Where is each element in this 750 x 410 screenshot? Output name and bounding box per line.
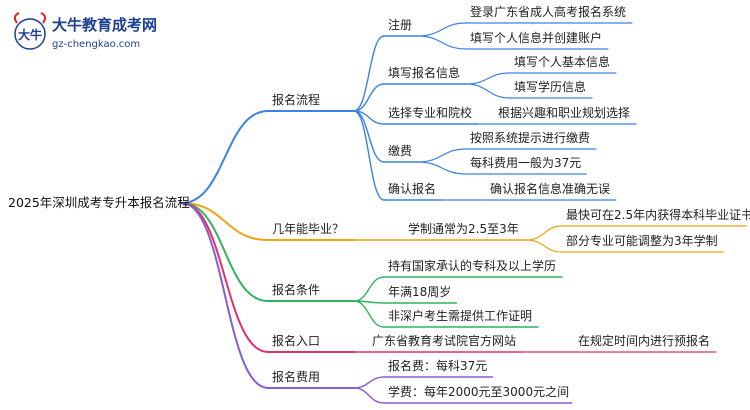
- logo-mark: 大牛: [18, 27, 42, 42]
- detail-connector: [465, 83, 511, 99]
- root-topic: 2025年深圳成考专升本报名流程: [8, 195, 190, 210]
- detail-label: 最快可在2.5年内获得本科毕业证书: [566, 207, 750, 222]
- branch-connector: [181, 202, 269, 241]
- subtopic-label: 填写报名信息: [388, 65, 460, 80]
- branch-connector: [181, 202, 269, 353]
- subtopic-label: 报名费：每科37元: [388, 358, 487, 373]
- branch-label: 报名流程: [272, 92, 320, 107]
- subtopic-connector: [353, 83, 385, 112]
- subtopic-label: 选择专业和院校: [388, 105, 472, 120]
- detail-label: 登录广东省成人高考报名系统: [470, 4, 626, 19]
- detail-label: 部分专业可能调整为3年学制: [566, 233, 718, 248]
- subtopic-connector: [353, 276, 385, 302]
- detail-connector: [465, 72, 511, 85]
- detail-label: 填写学历信息: [514, 79, 586, 94]
- branch-label: 几年能毕业？: [272, 222, 344, 236]
- subtopic-label: 持有国家承认的专科及以上学历: [388, 258, 556, 273]
- detail-label: 在规定时间内进行预报名: [578, 333, 710, 348]
- detail-label: 每科费用一般为37元: [470, 155, 581, 170]
- branch-label: 报名入口: [272, 333, 320, 348]
- branch-label: 报名费用: [272, 369, 320, 384]
- bull-logo-icon: 大牛: [13, 12, 47, 50]
- logo-title: 大牛教育成考网: [52, 16, 157, 34]
- branch-label: 报名条件: [272, 282, 320, 297]
- subtopic-connector: [353, 387, 385, 404]
- logo-url: gz-chengkao.com: [52, 39, 140, 50]
- detail-label: 根据兴趣和职业规划选择: [498, 105, 630, 120]
- subtopic-label: 确认报名: [388, 181, 436, 196]
- subtopic-label: 缴费: [388, 143, 412, 158]
- detail-connector: [526, 225, 563, 241]
- detail-label: 填写个人信息并创建账户: [470, 30, 602, 45]
- subtopic-label: 广东省教育考试院官方网站: [372, 333, 516, 348]
- branch-connector: [181, 202, 269, 389]
- detail-connector: [526, 239, 563, 253]
- detail-label: 填写个人基本信息: [514, 54, 610, 69]
- detail-label: 按照系统提示进行缴费: [470, 130, 590, 145]
- site-logo: 大牛 大牛教育成考网 gz-chengkao.com: [13, 12, 157, 50]
- nodes: 2025年深圳成考专升本报名流程 报名流程 注册 登录广东省成人高考报名系统填写个人信…: [8, 4, 750, 399]
- detail-connector: [417, 161, 467, 175]
- detail-label: 确认报名信息准确无误: [490, 181, 610, 196]
- subtopic-label: 注册: [388, 17, 412, 32]
- detail-connector: [417, 35, 467, 50]
- subtopic-label: 学制通常为2.5至3年: [408, 221, 519, 236]
- connector-lines: [181, 22, 747, 404]
- subtopic-connector: [353, 35, 385, 112]
- subtopic-label: 非深户考生需提供工作证明: [388, 308, 532, 323]
- subtopic-connector: [353, 376, 385, 389]
- detail-connector: [417, 22, 467, 37]
- subtopic-label: 学费：每年2000元至3000元之间: [388, 384, 569, 399]
- branch-connector: [181, 202, 269, 302]
- subtopic-connector: [353, 110, 385, 201]
- branch-connector: [181, 110, 269, 204]
- subtopic-label: 年满18周岁: [388, 284, 451, 299]
- detail-connector: [417, 148, 467, 163]
- subtopic-connector: [353, 300, 385, 328]
